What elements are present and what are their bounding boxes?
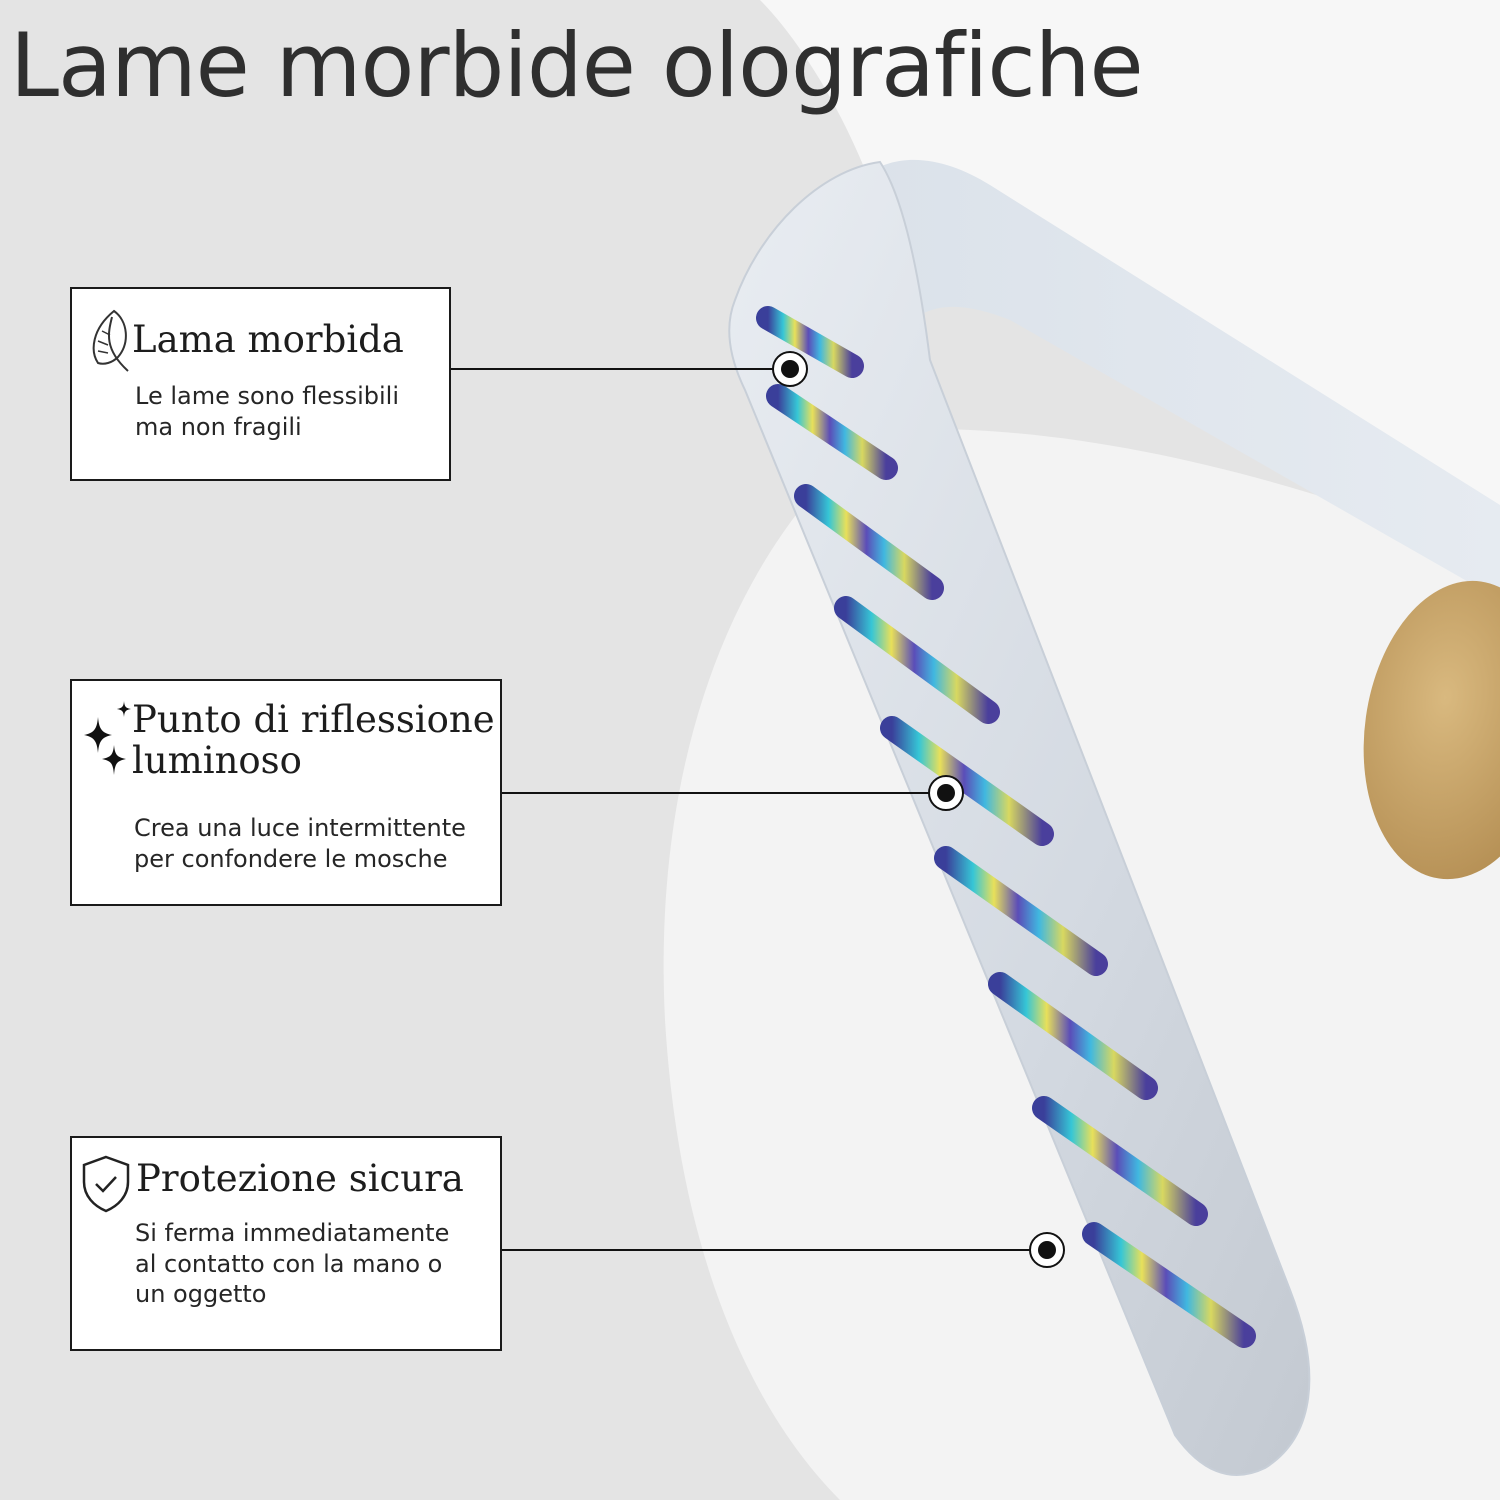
callout-desc-line: per confondere le mosche <box>134 845 448 873</box>
callout-desc-line: Le lame sono flessibili <box>135 382 399 410</box>
callout-desc-line: Si ferma immediatamente <box>135 1219 450 1247</box>
callout-reflection-point: Punto di riflessione luminoso Crea una l… <box>70 679 502 906</box>
callout-desc-line: un oggetto <box>135 1280 267 1308</box>
feather-icon <box>92 309 129 372</box>
callout-heading: Protezione sicura <box>136 1157 464 1200</box>
shield-check-icon <box>82 1155 130 1213</box>
callout-connectors <box>451 351 1065 1268</box>
callout-heading: luminoso <box>132 739 302 782</box>
callout-soft-blade: Lama morbida Le lame sono flessibili ma … <box>70 287 451 481</box>
callout-safe-protection: Protezione sicura Si ferma immediatament… <box>70 1136 502 1351</box>
callout-desc-line: al contatto con la mano o <box>135 1250 443 1278</box>
callout-heading: Lama morbida <box>132 318 404 361</box>
callout-heading: Punto di riflessione <box>132 698 495 741</box>
callout-desc-line: Crea una luce intermittente <box>134 814 466 842</box>
holographic-slots <box>756 306 1256 1348</box>
page-title: Lame morbide olografiche <box>10 14 1144 117</box>
gold-hub <box>1363 580 1500 880</box>
callout-desc-line: ma non fragili <box>135 413 302 441</box>
back-blade <box>870 159 1500 600</box>
sparkle-icon <box>84 701 131 775</box>
